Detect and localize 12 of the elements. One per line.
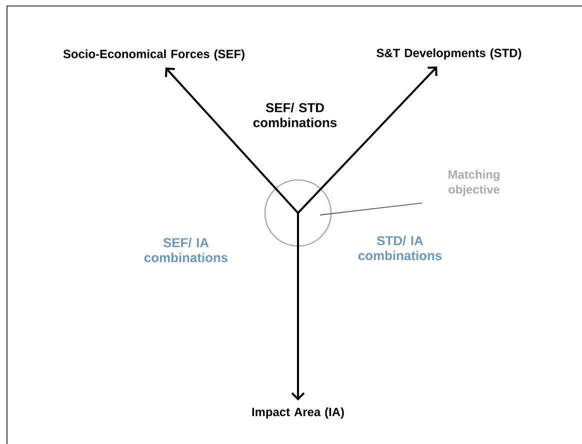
arrow: [291, 213, 305, 400]
region-label: STD/ IA combinations: [358, 236, 442, 260]
arrow: [165, 68, 299, 214]
annotation-text: Matching objective: [448, 170, 500, 196]
arrow: [297, 66, 438, 214]
category-label: Impact Area (IA): [252, 407, 344, 419]
region-label: SEF/ STD combinations: [253, 102, 337, 128]
leader-line: [320, 202, 422, 216]
junction-circle: [264, 179, 332, 247]
category-label: Socio-Economical Forces (SEF): [63, 49, 244, 61]
category-label: S&T Developments (STD): [376, 48, 522, 60]
region-label: SEF/ IA combinations: [144, 238, 228, 262]
